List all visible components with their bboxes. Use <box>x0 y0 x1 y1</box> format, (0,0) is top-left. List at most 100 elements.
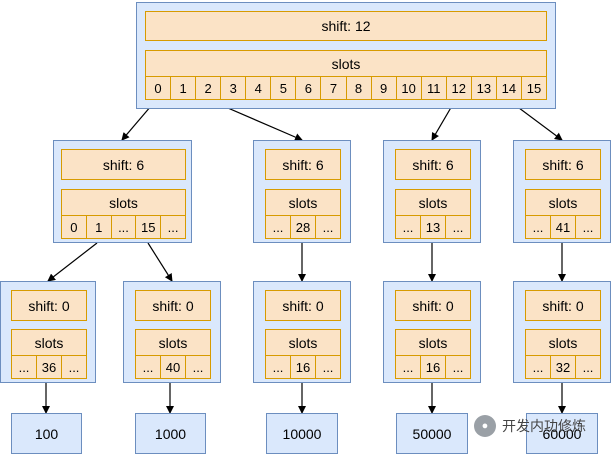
root-slot-cell: 1 <box>170 77 195 99</box>
level2-4-slots: slots ... 16 ... <box>395 329 471 379</box>
level2-node-3: shift: 0 slots ... 16 ... <box>253 281 351 383</box>
root-slot-cell: 5 <box>270 77 295 99</box>
slot-cell: ... <box>160 216 185 238</box>
level1-c-slots-title: slots <box>418 195 448 211</box>
slot-cell: 16 <box>290 356 315 378</box>
level2-4-shift: shift: 0 <box>395 290 471 321</box>
level1-d-slots-title: slots <box>548 195 578 211</box>
slot-cell: 28 <box>290 216 315 238</box>
level2-3-slots-title: slots <box>288 335 318 351</box>
level2-5-slots: slots ... 32 ... <box>525 329 601 379</box>
level1-b-slots: slots ... 28 ... <box>265 189 341 239</box>
root-slot-cell: 0 <box>154 80 162 96</box>
level2-5-slot-cells: ... 32 ... <box>526 355 600 378</box>
level1-node-d: shift: 6 slots ... 41 ... <box>513 140 611 243</box>
level1-c-shift: shift: 6 <box>395 149 471 180</box>
level1-node-b: shift: 6 slots ... 28 ... <box>253 140 351 243</box>
root-slot-cell: 9 <box>370 77 396 99</box>
slot-cell: 41 <box>550 216 575 238</box>
level2-3-slots: slots ... 16 ... <box>265 329 341 379</box>
level1-b-shift: shift: 6 <box>265 149 341 180</box>
leaf-value-5: 60000 <box>526 413 598 454</box>
slot-cell: ... <box>185 356 210 378</box>
slot-cell: ... <box>272 219 284 235</box>
slot-cell: ... <box>445 216 470 238</box>
level1-b-slot-cells: ... 28 ... <box>266 215 340 238</box>
edge-a-1 <box>47 242 98 282</box>
root-slot-cell: 12 <box>445 77 471 99</box>
root-slot-cell: 7 <box>320 77 345 99</box>
slot-cell: 15 <box>135 216 160 238</box>
level2-1-slots: slots ... 36 ... <box>11 329 87 379</box>
level2-3-shift: shift: 0 <box>265 290 341 321</box>
level1-d-shift: shift: 6 <box>525 149 601 180</box>
level2-2-slot-cells: ... 40 ... <box>136 355 210 378</box>
level2-node-2: shift: 0 slots ... 40 ... <box>123 281 221 383</box>
root-slot-cell: 8 <box>345 77 371 99</box>
leaf-value-3: 10000 <box>266 413 338 454</box>
slot-cell: ... <box>445 356 470 378</box>
level1-d-slot-cells: ... 41 ... <box>526 215 600 238</box>
leaf-value-2: 1000 <box>135 413 206 454</box>
level1-c-slot-cells: ... 13 ... <box>396 215 470 238</box>
slot-cell: ... <box>61 356 86 378</box>
slot-cell: ... <box>575 216 600 238</box>
edge-a-15 <box>147 242 173 282</box>
root-slot-cell: 10 <box>395 77 421 99</box>
level2-node-4: shift: 0 slots ... 16 ... <box>383 281 481 383</box>
root-slot-cell: 3 <box>220 77 245 99</box>
slot-cell: ... <box>402 219 414 235</box>
slot-cell: 16 <box>420 356 445 378</box>
root-slot-cell: 4 <box>245 77 270 99</box>
watermark-text: 开发内功修炼 <box>502 418 586 434</box>
level2-4-slot-cells: ... 16 ... <box>396 355 470 378</box>
slot-cell: 32 <box>550 356 575 378</box>
wechat-icon: ● <box>474 415 496 437</box>
slot-cell: ... <box>315 356 340 378</box>
slot-cell: ... <box>402 359 414 375</box>
slot-cell: ... <box>575 356 600 378</box>
root-slots: slots 0 1 2 3 4 5 6 7 8 9 10 11 12 13 14… <box>145 50 547 100</box>
root-slot-cell: 13 <box>470 77 496 99</box>
root-slots-title: slots <box>331 56 361 72</box>
root-shift: shift: 12 <box>145 11 547 41</box>
slot-cell: ... <box>272 359 284 375</box>
leaf-value-4: 50000 <box>396 413 468 454</box>
level1-c-slots: slots ... 13 ... <box>395 189 471 239</box>
level2-node-5: shift: 0 slots ... 32 ... <box>513 281 611 383</box>
level1-node-a: shift: 6 slots 0 1 ... 15 ... <box>53 140 192 243</box>
slot-cell: ... <box>18 359 30 375</box>
root-slot-cells: 0 1 2 3 4 5 6 7 8 9 10 11 12 13 14 15 <box>146 76 546 99</box>
level2-2-shift: shift: 0 <box>135 290 211 321</box>
slot-cell: 13 <box>420 216 445 238</box>
level2-2-slots: slots ... 40 ... <box>135 329 211 379</box>
slot-cell: ... <box>532 219 544 235</box>
level2-1-slots-title: slots <box>34 335 64 351</box>
level2-5-shift: shift: 0 <box>525 290 601 321</box>
watermark: ● 开发内功修炼 <box>474 412 610 440</box>
leaf-value-1: 100 <box>11 413 82 454</box>
level2-2-slots-title: slots <box>158 335 188 351</box>
slot-cell: ... <box>315 216 340 238</box>
slot-cell: 36 <box>36 356 61 378</box>
root-node: shift: 12 slots 0 1 2 3 4 5 6 7 8 9 10 1… <box>136 2 556 109</box>
root-slot-cell: 11 <box>420 77 446 99</box>
level1-a-slots-title: slots <box>109 195 138 211</box>
slot-cell: 1 <box>85 216 111 238</box>
level2-4-slots-title: slots <box>418 335 448 351</box>
level2-1-slot-cells: ... 36 ... <box>12 355 86 378</box>
root-slot-cell: 15 <box>520 77 546 99</box>
level1-b-slots-title: slots <box>288 195 318 211</box>
level1-a-shift: shift: 6 <box>61 149 186 180</box>
level2-1-shift: shift: 0 <box>11 290 87 321</box>
level1-a-slots: slots 0 1 ... 15 ... <box>61 189 186 239</box>
slot-cell: ... <box>110 216 136 238</box>
slot-cell: ... <box>532 359 544 375</box>
slot-cell: ... <box>142 359 154 375</box>
root-slot-cell: 2 <box>195 77 220 99</box>
slot-cell: 0 <box>70 219 78 235</box>
root-slot-cell: 6 <box>295 77 320 99</box>
level2-node-1: shift: 0 slots ... 36 ... <box>0 281 96 383</box>
root-slot-cell: 14 <box>495 77 521 99</box>
level1-node-c: shift: 6 slots ... 13 ... <box>383 140 481 243</box>
